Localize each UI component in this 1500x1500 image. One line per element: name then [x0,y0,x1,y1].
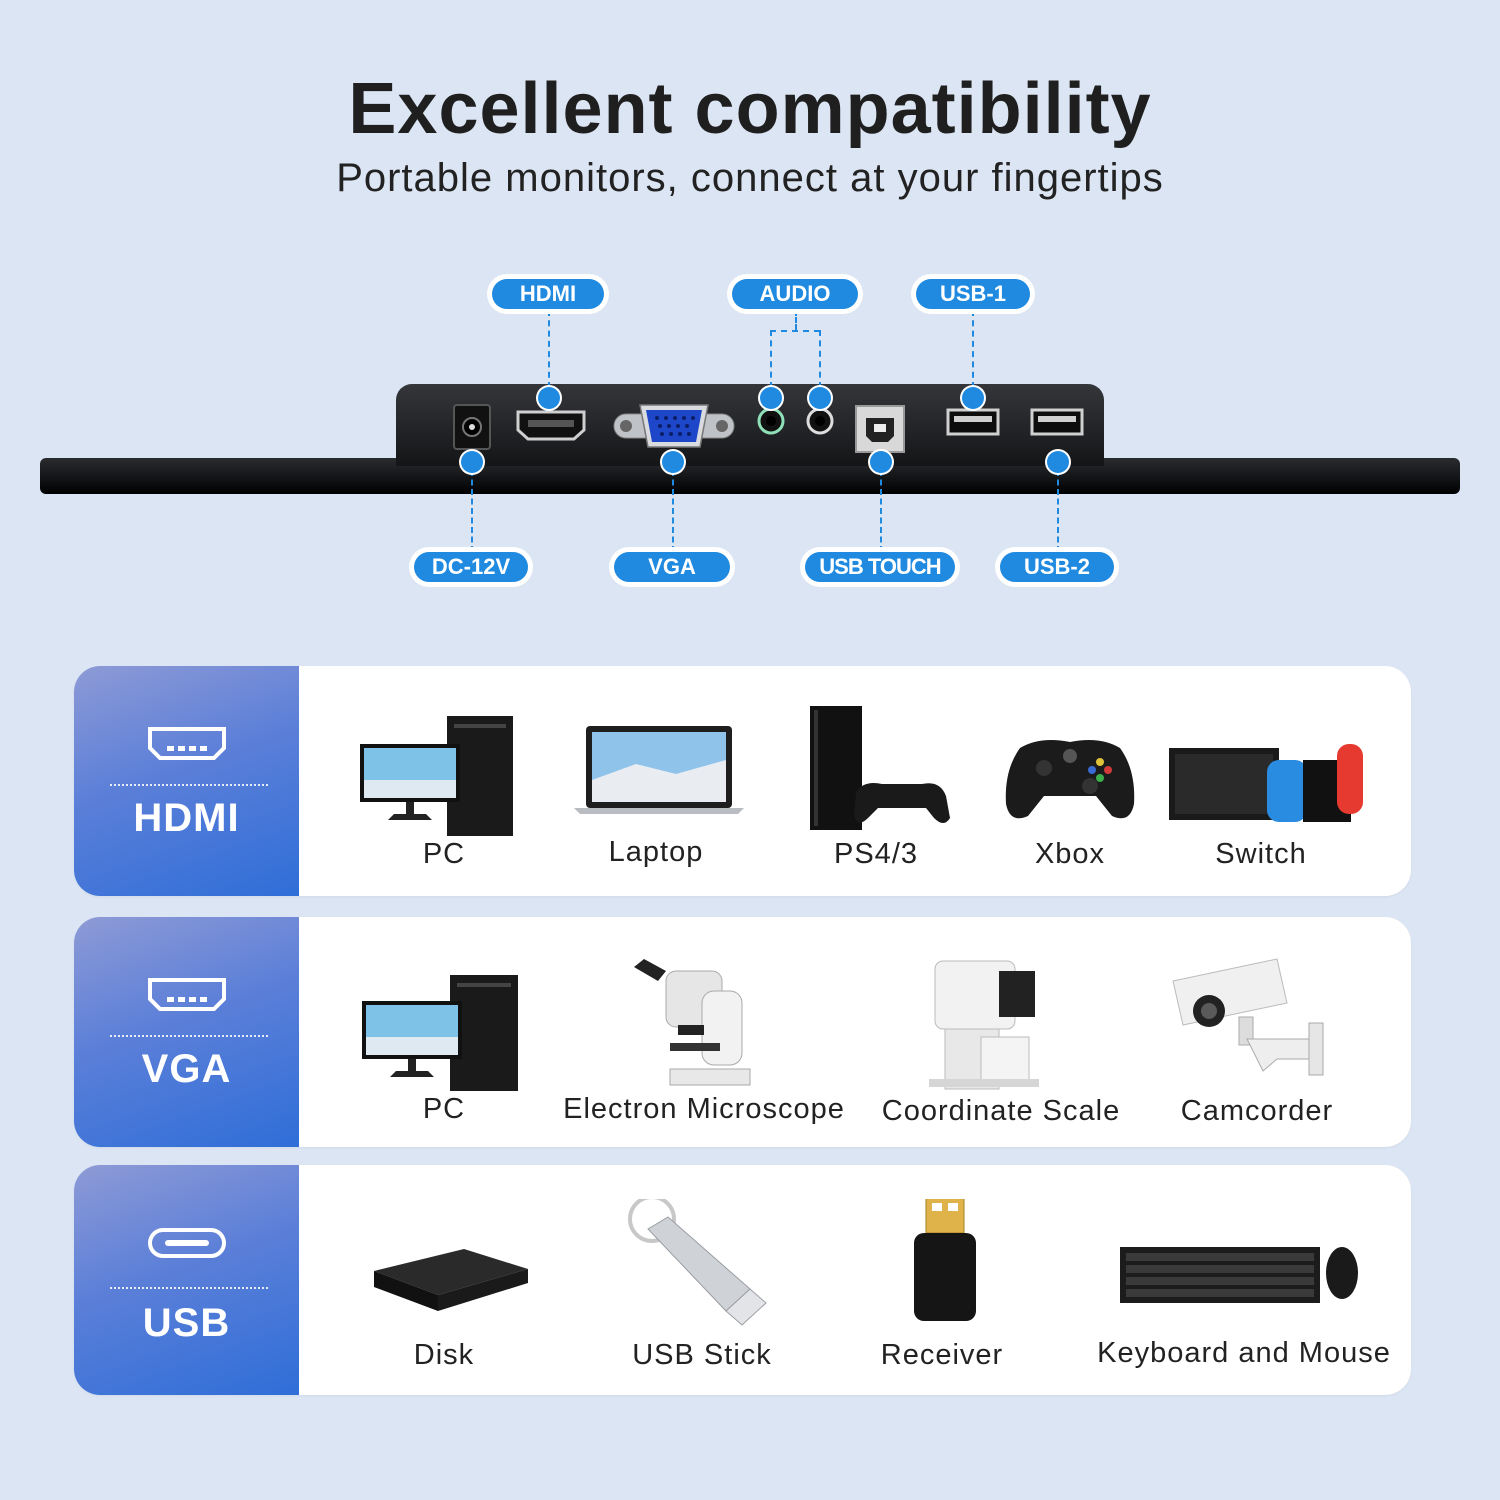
external-disk-icon [374,1249,528,1311]
device-label: Xbox [1034,838,1106,870]
port-marker [760,387,782,409]
hdmi-icon [148,727,226,760]
device-pc: PC [314,917,574,1147]
device-label: Coordinate Scale [881,1095,1121,1127]
device-label: PS4/3 [834,838,918,870]
port-label-hdmi: HDMI [492,279,604,309]
vga-port-icon [613,404,735,448]
port-label-usb-1: USB-1 [916,279,1030,309]
hdmi-icon [148,978,226,1011]
compat-row-vga: VGA PC Electron Microscope [74,917,1411,1147]
device-disk: Disk [314,1165,574,1395]
device-receiver: Receiver [812,1165,1072,1395]
measuring-instrument-icon [929,960,1039,1090]
row-header: USB [74,1165,299,1395]
device-xbox: Xbox [940,666,1200,896]
device-label: USB Stick [632,1339,772,1371]
xbox-controller-icon [1005,740,1135,819]
compat-row-usb: USB Disk USB Stick Receiver [74,1165,1411,1395]
device-switch: Switch [1131,666,1391,896]
microscope-icon [634,959,751,1086]
row-header: HDMI [74,666,299,896]
port-marker [662,451,684,473]
page-subtitle: Portable monitors, connect at your finge… [336,156,1164,200]
device-label: Keyboard and Mouse [1097,1337,1391,1369]
port-marker [538,387,560,409]
device-label: PC [422,1093,466,1125]
row-label: HDMI [133,796,240,840]
device-usb-stick: USB Stick [572,1165,832,1395]
device-coordinate-scale: Coordinate Scale [871,917,1131,1147]
port-marker [809,387,831,409]
usb-a-port-icon [946,408,1000,436]
usb-a-port-icon [1030,408,1084,436]
page-title: Excellent compatibility [348,69,1152,149]
row-header: VGA [74,917,299,1147]
device-label: Disk [413,1339,475,1371]
device-laptop: Laptop [526,666,786,896]
device-camcorder: Camcorder [1127,917,1387,1147]
port-marker [870,451,892,473]
dc-port-icon [453,404,491,450]
audio-jack-icon [806,407,834,435]
device-label: Camcorder [1180,1095,1334,1127]
laptop-icon [574,726,744,814]
keyboard-mouse-icon [1120,1247,1358,1303]
device-label: Laptop [608,836,704,868]
security-camera-icon [1172,958,1324,1076]
usb-stick-icon [628,1199,767,1326]
device-label: Switch [1215,838,1307,870]
port-label-dc-12v: DC-12V [414,552,528,582]
device-label: PC [422,838,466,870]
device-label: Electron Microscope [563,1093,845,1125]
audio-jack-icon [757,407,785,435]
wifi-receiver-icon [914,1199,976,1321]
nintendo-switch-icon [1169,744,1363,822]
device-ps4: PS4/3 [746,666,1006,896]
port-label-usb-2: USB-2 [1000,552,1114,582]
desktop-pc-icon [360,716,513,836]
port-marker [461,451,483,473]
usb-c-icon [148,1228,226,1258]
port-label-audio: AUDIO [732,279,858,309]
device-pc: PC [314,666,574,896]
device-electron-microscope: Electron Microscope [563,917,844,1147]
desktop-pc-icon [362,975,518,1091]
row-label: VGA [141,1047,232,1091]
usb-b-port-icon [855,405,905,453]
port-label-usb-touch: USB TOUCH [805,552,955,582]
compat-row-hdmi: HDMI PC Laptop PS4/3 [74,666,1411,896]
port-label-vga: VGA [614,552,730,582]
port-marker [962,387,984,409]
port-marker [1047,451,1069,473]
hdmi-port-icon [516,410,586,441]
row-label: USB [142,1301,231,1345]
device-keyboard-mouse: Keyboard and Mouse [1097,1165,1390,1395]
game-console-icon [810,706,950,830]
device-label: Receiver [880,1339,1004,1371]
